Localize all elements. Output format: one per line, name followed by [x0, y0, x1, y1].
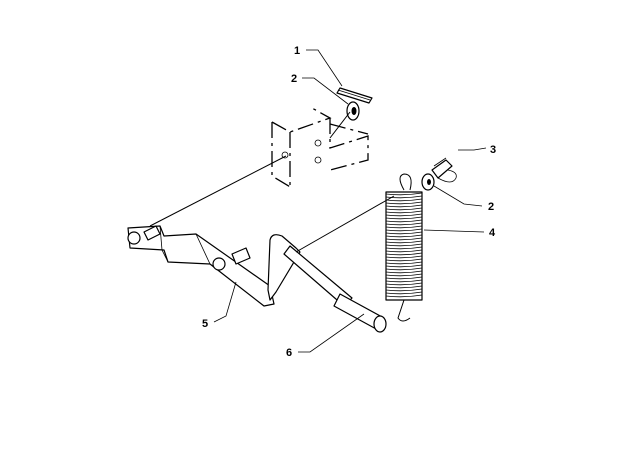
spring-coil	[385, 195, 423, 199]
link-line	[149, 155, 287, 227]
spring-coil	[385, 234, 423, 238]
spring-coil	[385, 288, 423, 292]
washer-upper	[346, 101, 360, 121]
spring-coil	[385, 222, 423, 226]
spring-coil	[385, 279, 423, 283]
spring-coil	[385, 240, 423, 244]
extension-spring	[385, 173, 423, 322]
spring-coil	[385, 249, 423, 253]
spring-coil	[385, 207, 423, 211]
spring-coil	[385, 267, 423, 271]
spring-coil	[385, 219, 423, 223]
callout-2b: 2	[488, 201, 494, 213]
callout-4: 4	[489, 227, 496, 239]
clevis-pin	[336, 87, 373, 104]
leader-lines	[213, 49, 487, 353]
spring-coil	[385, 228, 423, 232]
spring-coil	[385, 246, 423, 250]
spring-coil	[385, 273, 423, 277]
spring-coil	[385, 252, 423, 256]
spring-coil	[385, 201, 423, 205]
callout-3: 3	[490, 144, 496, 156]
spring-coil	[385, 231, 423, 235]
spring-coil	[385, 261, 423, 265]
spring-coil	[385, 282, 423, 286]
spring-coil	[385, 270, 423, 274]
link-line	[329, 111, 351, 139]
pivot-arm	[127, 225, 275, 307]
control-rod	[267, 234, 387, 333]
spring-coil	[385, 294, 423, 298]
spring-coil	[385, 192, 423, 196]
mounting-bracket	[271, 107, 369, 189]
spring-coil	[385, 243, 423, 247]
spring-coil	[385, 204, 423, 208]
spring-coil	[385, 213, 423, 217]
callout-6: 6	[286, 347, 292, 359]
bracket-hole	[314, 156, 322, 164]
callout-2a: 2	[291, 73, 297, 85]
spring-coil	[385, 291, 423, 295]
spring-coil	[385, 216, 423, 220]
pivot-hole	[127, 231, 141, 245]
spring-coil	[385, 258, 423, 262]
spring-coil	[385, 255, 423, 259]
spring-coil	[385, 285, 423, 289]
spring-coil	[385, 225, 423, 229]
spring-coil	[385, 264, 423, 268]
spring-coil	[385, 210, 423, 214]
spring-coil	[385, 237, 423, 241]
callout-5: 5	[202, 318, 208, 330]
washer-lower	[421, 173, 435, 191]
spring-coil	[385, 198, 423, 202]
bracket-hole	[281, 151, 289, 159]
rod-end	[373, 315, 387, 333]
spring-coil	[385, 276, 423, 280]
bracket-hole	[314, 139, 322, 147]
callout-1: 1	[294, 45, 300, 57]
hairpin-clip	[431, 157, 457, 183]
link-line	[295, 195, 395, 253]
pivot-hole	[212, 257, 226, 271]
